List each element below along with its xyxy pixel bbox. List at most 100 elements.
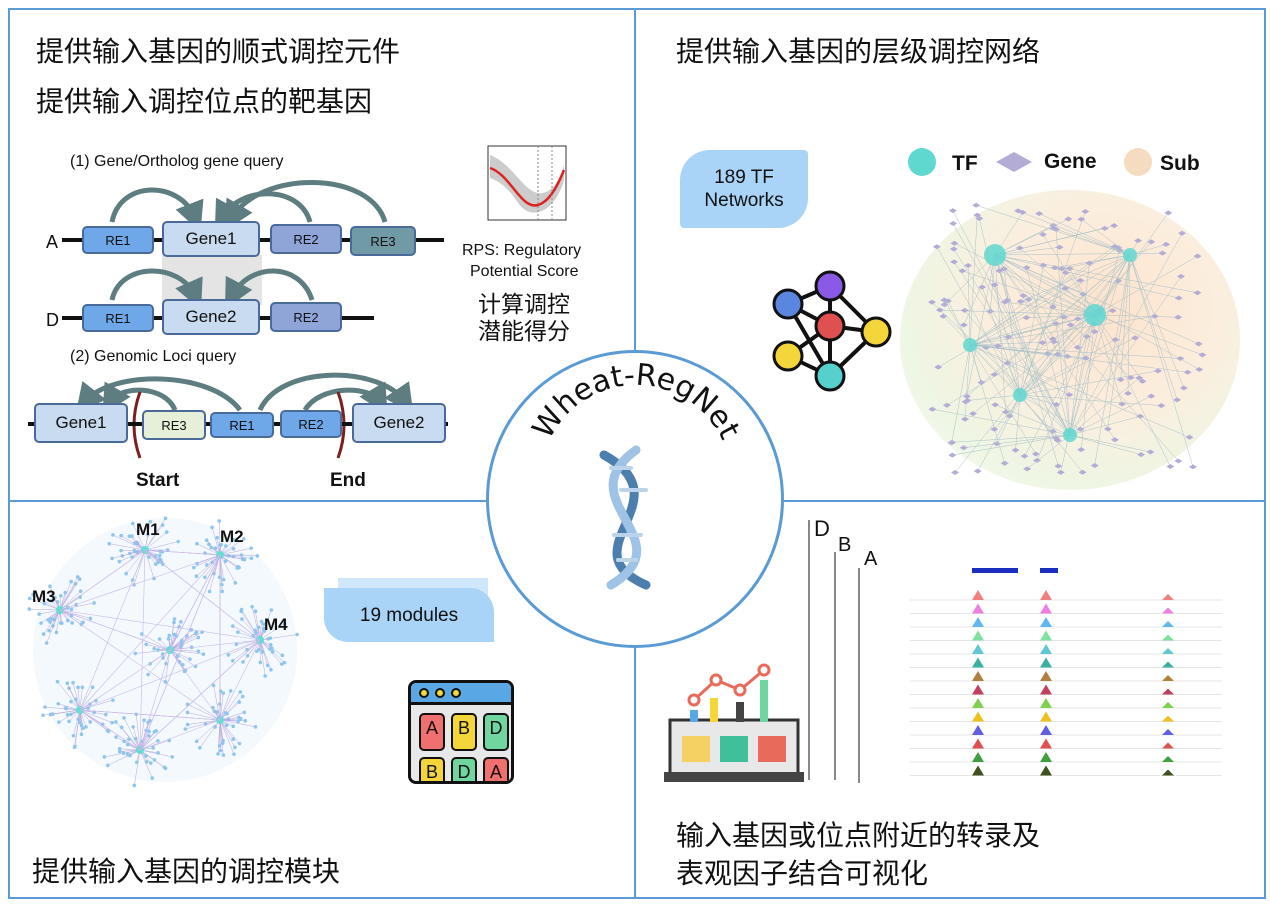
module-node [211,705,215,710]
gene-node [993,343,1002,349]
gene-node [1065,265,1074,271]
module-node [31,592,35,597]
module-node [280,653,285,658]
panel-d-label: D [814,516,830,541]
q2-title: 提供输入基因的层级调控网络 [676,35,1041,68]
module-node [69,579,73,584]
gene-node [959,322,968,328]
module-node [243,719,248,723]
module-node [111,533,115,537]
module-edge [219,719,256,728]
gene-node [1049,225,1058,231]
gene-node [939,313,948,319]
module-edge [169,631,203,651]
module-node [58,621,63,625]
signal-peak [1040,590,1052,600]
module-node [124,571,128,576]
module-node [230,624,235,628]
network-edge [1019,323,1095,396]
network-edge [1094,314,1123,405]
gene-node [1118,401,1127,407]
module-edge [59,609,91,619]
module-node [260,650,265,654]
gene-model [1040,568,1058,573]
network-edge [1094,314,1171,467]
network-edge [1019,394,1162,406]
gene-node [1103,426,1112,432]
module-node [259,619,264,624]
gene-node [1173,397,1182,403]
tf-node [984,244,1006,266]
module-link [139,549,146,751]
module-edge [144,531,167,551]
module-edge [185,719,221,730]
module-node [170,755,175,759]
module-node [242,710,247,715]
module-node [253,725,258,729]
gene-node [1076,277,1085,283]
signal-peak [1040,603,1052,614]
network-edge [1020,254,1131,302]
gene-node [1022,265,1031,271]
module-node [114,735,118,739]
network-edge [969,215,978,346]
module-m2: M2 [220,527,244,546]
module-node [215,710,219,714]
network-edge [969,280,1081,346]
module-node [217,743,222,748]
gene-node [1038,231,1047,237]
gene-node [1011,447,1020,453]
network-edge [964,344,971,420]
module-edge [59,581,72,611]
module-node [177,660,182,664]
gene-node [942,402,951,408]
network-edge [969,316,1155,346]
module-edge [147,649,171,675]
signal-peak [1162,715,1174,722]
module-node [231,538,236,542]
module-node [196,649,201,654]
grid-cell: A [483,757,509,781]
network-edge [1019,394,1081,430]
gene-node [1110,437,1119,443]
module-edge [112,549,146,559]
module-edge [132,726,141,751]
gene-node [1147,393,1156,399]
module-edge [259,609,272,641]
module-node [242,557,247,562]
module-edge [218,520,221,556]
gene-node [1146,449,1155,455]
module-link [169,649,221,721]
module-node [192,565,196,570]
network-edge [936,246,1021,396]
gene-node [1035,211,1044,217]
module-node [144,642,149,647]
network-edge [1077,254,1131,348]
network-edge [969,247,1119,346]
signal-peak [1040,684,1052,695]
network-edge [981,287,1021,396]
module-node [142,718,146,722]
gene-node [1082,334,1091,340]
re2-box: RE2 [270,224,342,254]
gene-node [950,259,959,265]
module-node [134,760,139,765]
module-node [150,776,155,780]
abd-app-icon: A B D B D A [408,680,514,784]
gene-node [1039,262,1048,268]
module-node [133,541,137,545]
module-node [69,712,73,717]
module-node [251,633,255,638]
module-edge [107,749,141,766]
loci-gene2-box: Gene2 [352,403,446,443]
module-edge [219,554,245,560]
module-edge [144,524,163,551]
module-link [144,549,221,556]
rps-cn-1: 计算调控 [478,292,570,318]
module-node [88,720,93,724]
module-node [219,689,223,693]
module-link [79,639,261,711]
module-edge [187,704,221,721]
network-edge [1069,395,1152,436]
module-node [165,548,170,552]
